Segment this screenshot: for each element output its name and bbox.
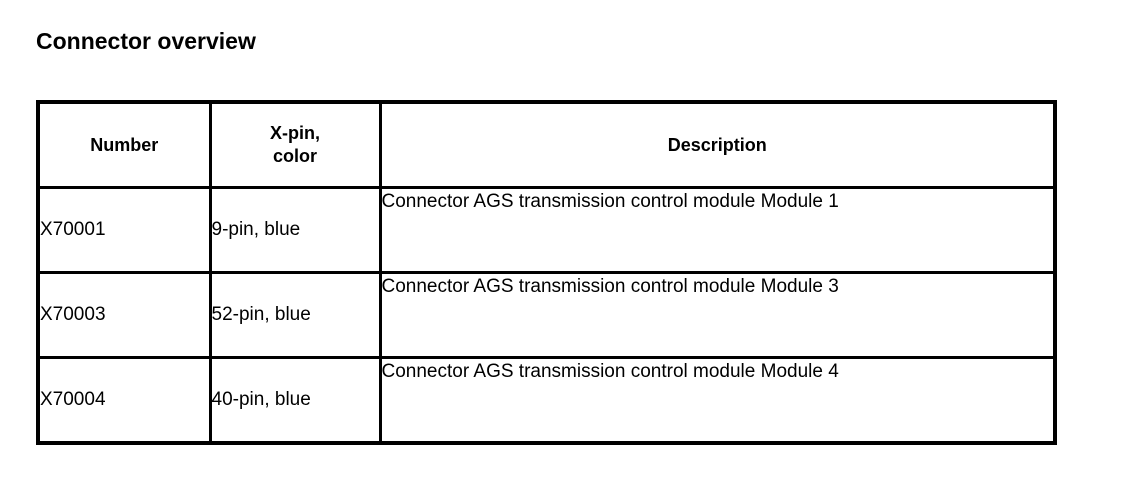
cell-number: X70003 bbox=[36, 271, 212, 359]
cell-description: Connector AGS transmission control modul… bbox=[378, 186, 1057, 274]
table-body: X70001 9-pin, blue Connector AGS transmi… bbox=[36, 186, 1057, 445]
cell-xpin-color: 9-pin, blue bbox=[208, 186, 382, 274]
column-header-xpin-color: X-pin, color bbox=[208, 100, 382, 189]
column-header-number-label: Number bbox=[90, 134, 159, 155]
page-title: Connector overview bbox=[36, 28, 256, 54]
column-header-number: Number bbox=[36, 100, 212, 189]
table-row: X70004 40-pin, blue Connector AGS transm… bbox=[36, 356, 1057, 445]
table-row: X70001 9-pin, blue Connector AGS transmi… bbox=[36, 186, 1057, 274]
table-row: X70003 52-pin, blue Connector AGS transm… bbox=[36, 271, 1057, 359]
cell-number: X70001 bbox=[36, 186, 212, 274]
cell-xpin-color: 40-pin, blue bbox=[208, 356, 382, 445]
table-header-row: Number X-pin, color Description bbox=[36, 100, 1057, 189]
cell-description: Connector AGS transmission control modul… bbox=[378, 356, 1057, 445]
column-header-xpin-line2: color bbox=[272, 146, 317, 166]
connector-table-wrapper: Number X-pin, color Description X70001 9… bbox=[36, 100, 1057, 445]
column-header-description-label: Description bbox=[667, 134, 767, 155]
table-header: Number X-pin, color Description bbox=[36, 100, 1057, 189]
cell-number: X70004 bbox=[36, 356, 212, 445]
cell-xpin-color: 52-pin, blue bbox=[208, 271, 382, 359]
column-header-xpin-line1: X-pin, bbox=[270, 123, 320, 143]
column-header-description: Description bbox=[378, 100, 1057, 189]
connector-overview-table: Number X-pin, color Description X70001 9… bbox=[36, 100, 1057, 445]
cell-description: Connector AGS transmission control modul… bbox=[378, 271, 1057, 359]
